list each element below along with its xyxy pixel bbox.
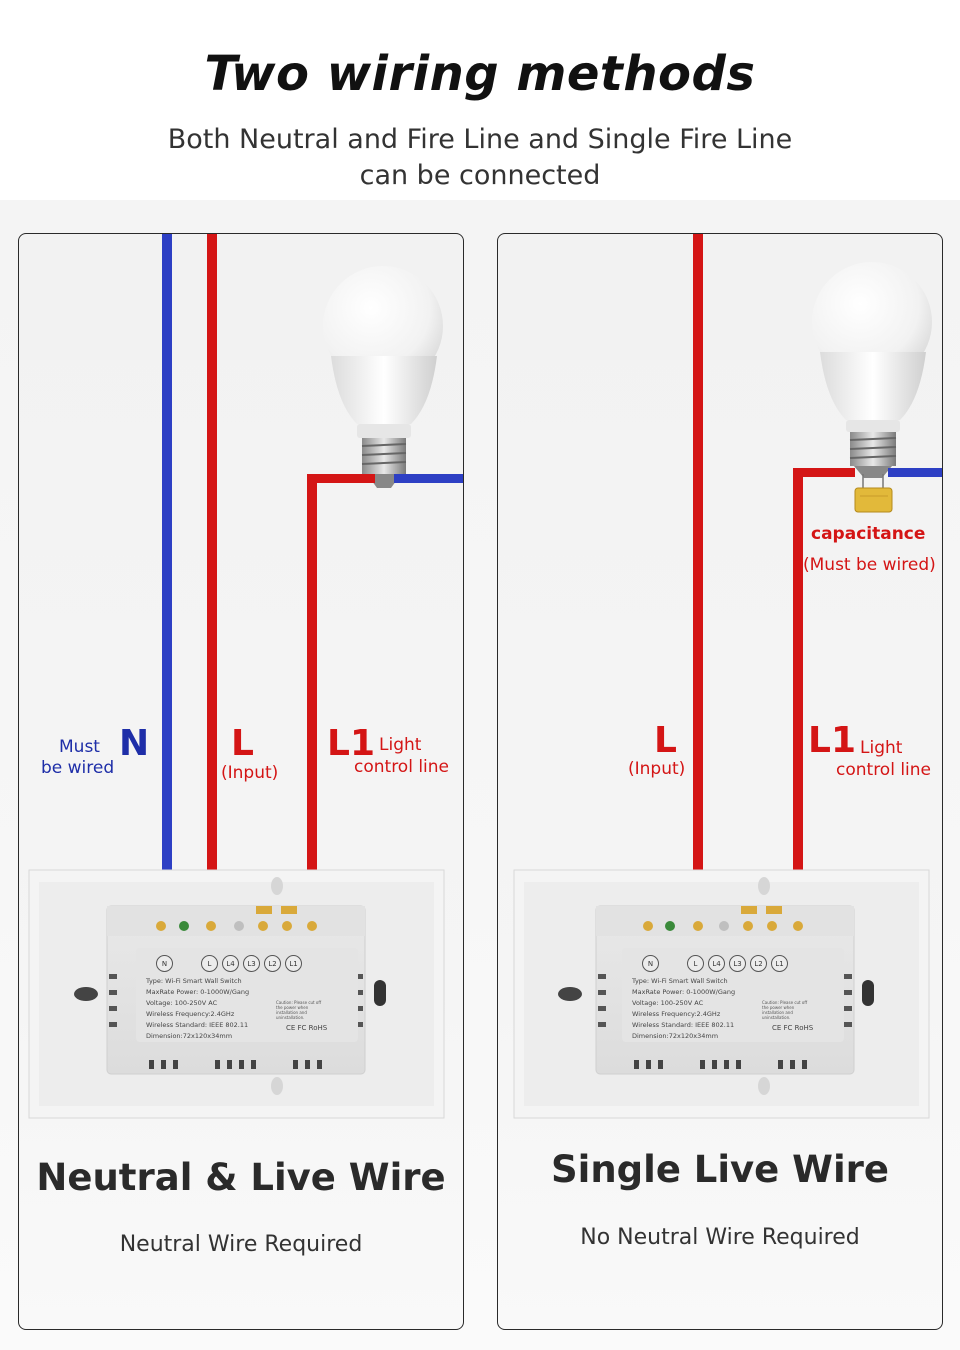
terminal-l: L	[201, 955, 218, 972]
panel-single-subtitle: No Neutral Wire Required	[580, 1225, 860, 1250]
l-label: L	[654, 720, 677, 761]
live-wire-input	[207, 234, 217, 934]
panel-neutral-subtitle: Neutral Wire Required	[119, 1232, 363, 1257]
l1-note-line2: control line	[354, 757, 450, 777]
spec-type: Type: Wi-Fi Smart Wall Switch	[146, 977, 242, 985]
spec-power: MaxRate Power: 0-1000W/Gang	[146, 988, 250, 996]
terminal-l2: L2	[264, 955, 281, 972]
terminal-l2: L2	[750, 955, 767, 972]
spec-dimension: Dimension:72x120x34mm	[146, 1032, 233, 1040]
l1-note-line1: Light	[860, 738, 903, 758]
panel-single-live: N L L4 L3 L2 L1 Type: Wi-Fi Smart Wall S…	[497, 233, 943, 1330]
terminal-l: L	[687, 955, 704, 972]
neutral-wire	[888, 468, 942, 477]
spec-frequency: Wireless Frequency:2.4GHz	[146, 1010, 235, 1018]
terminal-l3: L3	[729, 955, 746, 972]
spec-power: MaxRate Power: 0-1000W/Gang	[632, 988, 736, 996]
terminal-n: N	[156, 955, 173, 972]
certification-marks: CE FC RoHS	[772, 1024, 814, 1032]
n-label: N	[119, 723, 150, 764]
panel-neutral-live: N L L4 L3 L2 L1 Type: Wi-Fi Smart Wall S…	[18, 233, 464, 1330]
l1-label: L1	[327, 723, 375, 764]
l1-label: L1	[808, 720, 856, 761]
panel-neutral-title: Neutral & Live Wire	[36, 1156, 446, 1199]
capacitor-icon	[854, 474, 893, 513]
page-title: Two wiring methods	[204, 46, 756, 102]
spec-standard: Wireless Standard: IEEE 802.11	[146, 1021, 249, 1029]
terminal-l4: L4	[708, 955, 725, 972]
light-control-wire-l1	[793, 468, 855, 934]
terminal-l3: L3	[243, 955, 260, 972]
certification-marks: CE FC RoHS	[286, 1024, 328, 1032]
terminal-l4: L4	[222, 955, 239, 972]
spec-frequency: Wireless Frequency:2.4GHz	[632, 1010, 721, 1018]
caution-text: Caution: Please cut off the power when i…	[276, 1000, 322, 1020]
page-subtitle: Both Neutral and Fire Line and Single Fi…	[167, 124, 793, 191]
l1-note-line1: Light	[379, 735, 422, 755]
spec-voltage: Voltage: 100-250V AC	[632, 999, 704, 1007]
n-note-line2: be wired	[41, 758, 115, 778]
light-control-wire-l1	[307, 474, 375, 934]
l-input-note: (Input)	[221, 763, 279, 783]
terminal-n: N	[642, 955, 659, 972]
terminal-l1: L1	[771, 955, 788, 972]
spec-type: Type: Wi-Fi Smart Wall Switch	[632, 977, 728, 985]
l-input-note: (Input)	[628, 759, 686, 779]
device-spec-plate: N L L4 L3 L2 L1 Type: Wi-Fi Smart Wall S…	[622, 948, 844, 1042]
caution-text: Caution: Please cut off the power when i…	[762, 1000, 808, 1020]
panel-single-title: Single Live Wire	[550, 1148, 889, 1191]
terminal-labels: N L L4 L3 L2 L1	[642, 955, 788, 972]
spec-list: Type: Wi-Fi Smart Wall Switch MaxRate Po…	[146, 976, 249, 1042]
l1-note-line2: control line	[836, 760, 932, 780]
light-bulb-icon	[323, 266, 443, 488]
terminal-l1: L1	[285, 955, 302, 972]
live-wire-input	[693, 234, 703, 934]
device-spec-plate: N L L4 L3 L2 L1 Type: Wi-Fi Smart Wall S…	[136, 948, 358, 1042]
spec-voltage: Voltage: 100-250V AC	[146, 999, 218, 1007]
spec-list: Type: Wi-Fi Smart Wall Switch MaxRate Po…	[632, 976, 735, 1042]
capacitance-label: capacitance	[811, 524, 926, 544]
neutral-wire	[162, 234, 463, 934]
light-bulb-icon	[812, 262, 932, 478]
n-note-line1: Must	[59, 737, 100, 757]
terminal-labels: N L L4 L3 L2 L1	[156, 955, 302, 972]
capacitance-note: (Must be wired)	[803, 555, 936, 575]
spec-dimension: Dimension:72x120x34mm	[632, 1032, 719, 1040]
l-label: L	[231, 723, 254, 764]
spec-standard: Wireless Standard: IEEE 802.11	[632, 1021, 735, 1029]
